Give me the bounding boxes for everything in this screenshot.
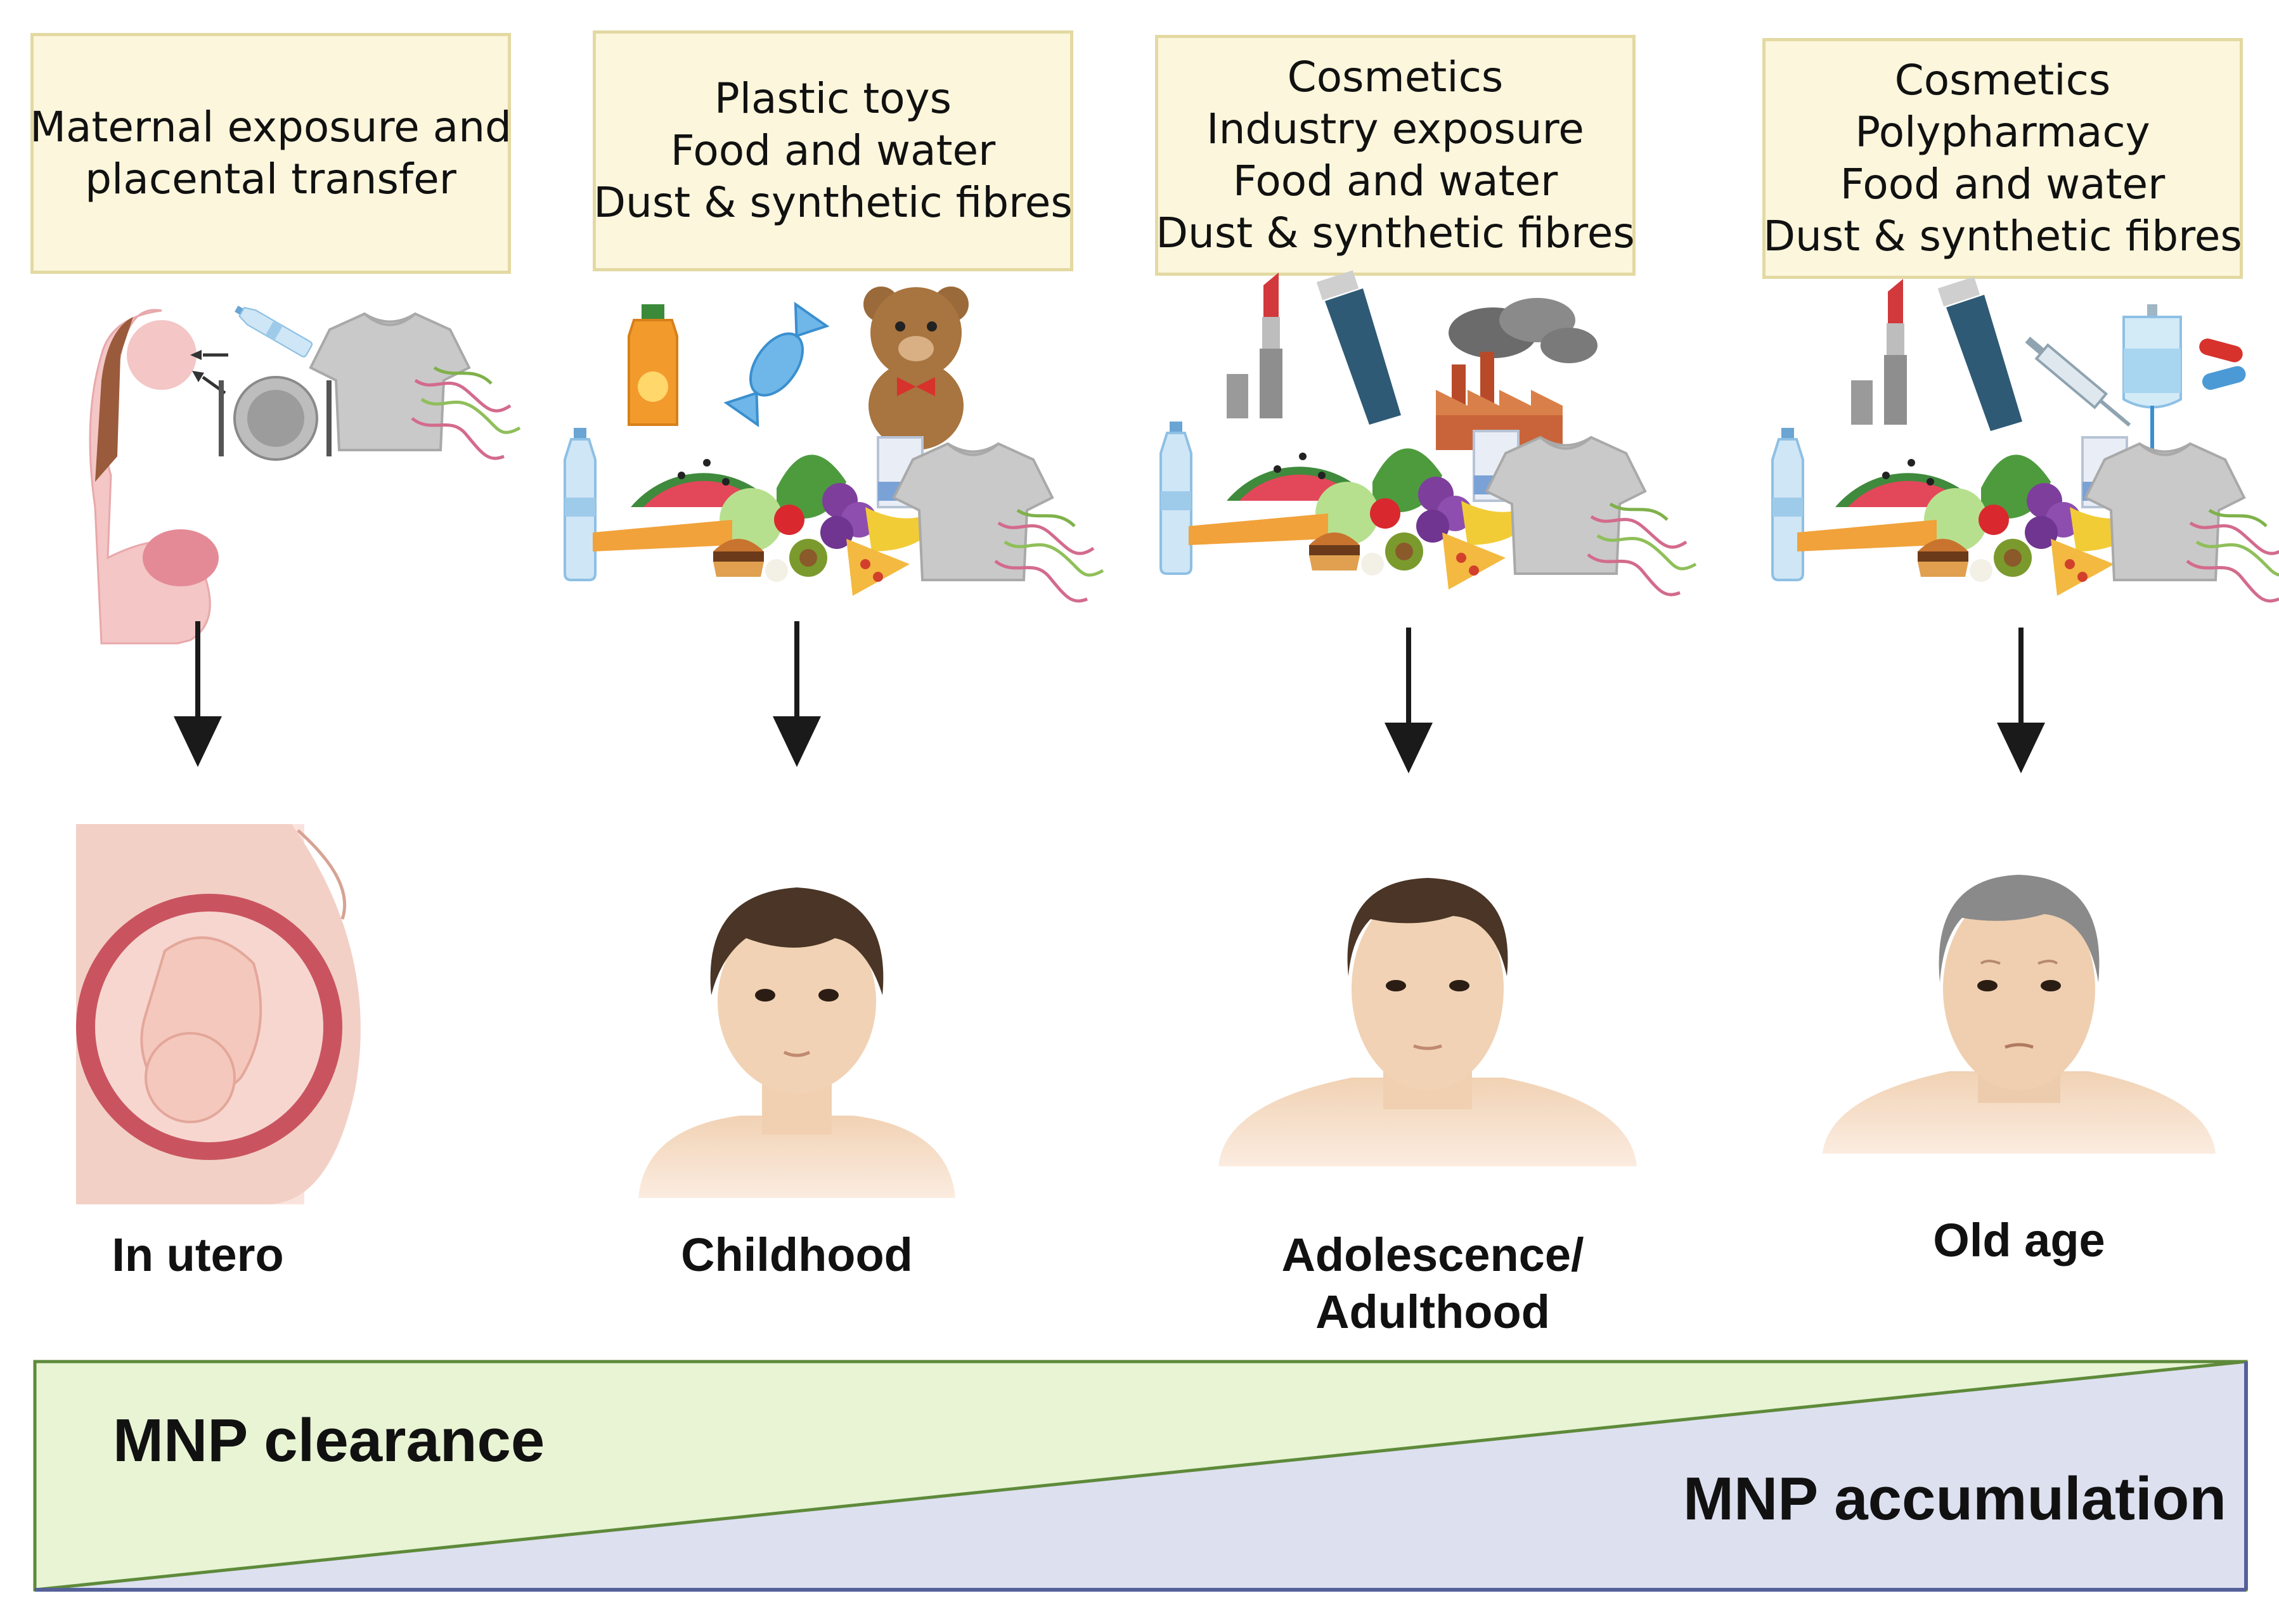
tshirt-fibres-icon xyxy=(893,442,1103,601)
stage-label-line: Adulthood xyxy=(1315,1286,1550,1338)
juice-bottle-icon xyxy=(628,304,678,426)
iv-bag-icon xyxy=(2122,304,2182,450)
water-bottle-icon xyxy=(231,300,314,359)
tshirt-fibres-icon xyxy=(309,313,520,458)
stage-label-line: In utero xyxy=(112,1228,284,1281)
source-line: Dust & synthetic fibres xyxy=(1763,212,2242,261)
food-pile-icon xyxy=(591,436,949,597)
stage-label-adulthood: Adolescence/ Adulthood xyxy=(1281,1227,1584,1341)
down-arrow-icon xyxy=(1997,628,2045,773)
tshirt-fibres-icon xyxy=(1485,436,1696,595)
source-line: Food and water xyxy=(1232,157,1558,205)
candy-icon xyxy=(723,302,830,427)
teddy-bear-icon xyxy=(863,287,969,450)
lipstick-icon xyxy=(1227,273,1282,418)
pregnant-woman-icon xyxy=(89,309,219,645)
stage-label-old-age: Old age xyxy=(1933,1212,2105,1269)
source-line: Plastic toys xyxy=(714,74,952,123)
pills-icon xyxy=(2199,338,2246,390)
food-pile-icon xyxy=(1187,430,1545,591)
mnp-accumulation-label: MNP accumulation xyxy=(1683,1465,2227,1533)
source-line: placental transfer xyxy=(85,155,456,203)
tshirt-fibres-icon xyxy=(2084,442,2279,601)
sources-box-childhood: Plastic toys Food and water Dust & synth… xyxy=(593,30,1073,271)
inhale-arrows-icon xyxy=(190,350,228,395)
source-line: Food and water xyxy=(670,126,996,175)
source-line: Polypharmacy xyxy=(1855,108,2150,157)
water-bottle-icon xyxy=(1159,420,1192,575)
stage-label-line: Old age xyxy=(1933,1214,2105,1266)
water-bottle-icon xyxy=(1771,427,1804,581)
child-portrait-icon xyxy=(638,887,955,1198)
mnp-clearance-label: MNP clearance xyxy=(113,1407,545,1474)
elderly-portrait-icon xyxy=(1823,875,2216,1154)
water-bottle-icon xyxy=(564,427,597,581)
source-line: Food and water xyxy=(1840,160,2166,209)
stage-label-in-utero: In utero xyxy=(112,1227,283,1284)
sources-box-old-age: Cosmetics Polypharmacy Food and water Du… xyxy=(1762,38,2243,279)
adult-portrait-icon xyxy=(1218,878,1637,1166)
stage-label-childhood: Childhood xyxy=(681,1227,913,1284)
factory-icon xyxy=(1436,298,1598,450)
source-line: Industry exposure xyxy=(1206,105,1584,153)
source-line: Cosmetics xyxy=(1894,56,2111,105)
source-line: Maternal exposure and xyxy=(30,103,512,151)
food-pile-icon xyxy=(1796,436,2153,597)
sources-box-adulthood: Cosmetics Industry exposure Food and wat… xyxy=(1155,35,1636,276)
syringe-icon xyxy=(2025,337,2131,427)
cream-tube-icon xyxy=(1937,276,2022,431)
cream-tube-icon xyxy=(1316,270,1401,425)
bar-diagonal xyxy=(34,1360,2247,1592)
down-arrow-icon xyxy=(1385,628,1433,773)
stage-label-line: Childhood xyxy=(681,1228,913,1281)
fetus-womb-icon xyxy=(76,824,361,1204)
down-arrow-icon xyxy=(773,621,821,767)
plate-cutlery-icon xyxy=(219,376,332,461)
mnp-gradient-bar xyxy=(33,1360,2248,1592)
source-line: Cosmetics xyxy=(1287,53,1504,101)
stage-label-line: Adolescence/ xyxy=(1281,1228,1584,1281)
source-line: Dust & synthetic fibres xyxy=(593,178,1073,227)
source-line: Dust & synthetic fibres xyxy=(1156,209,1635,257)
sources-box-in-utero: Maternal exposure and placental transfer xyxy=(30,33,512,274)
lipstick-icon xyxy=(1851,279,1907,425)
